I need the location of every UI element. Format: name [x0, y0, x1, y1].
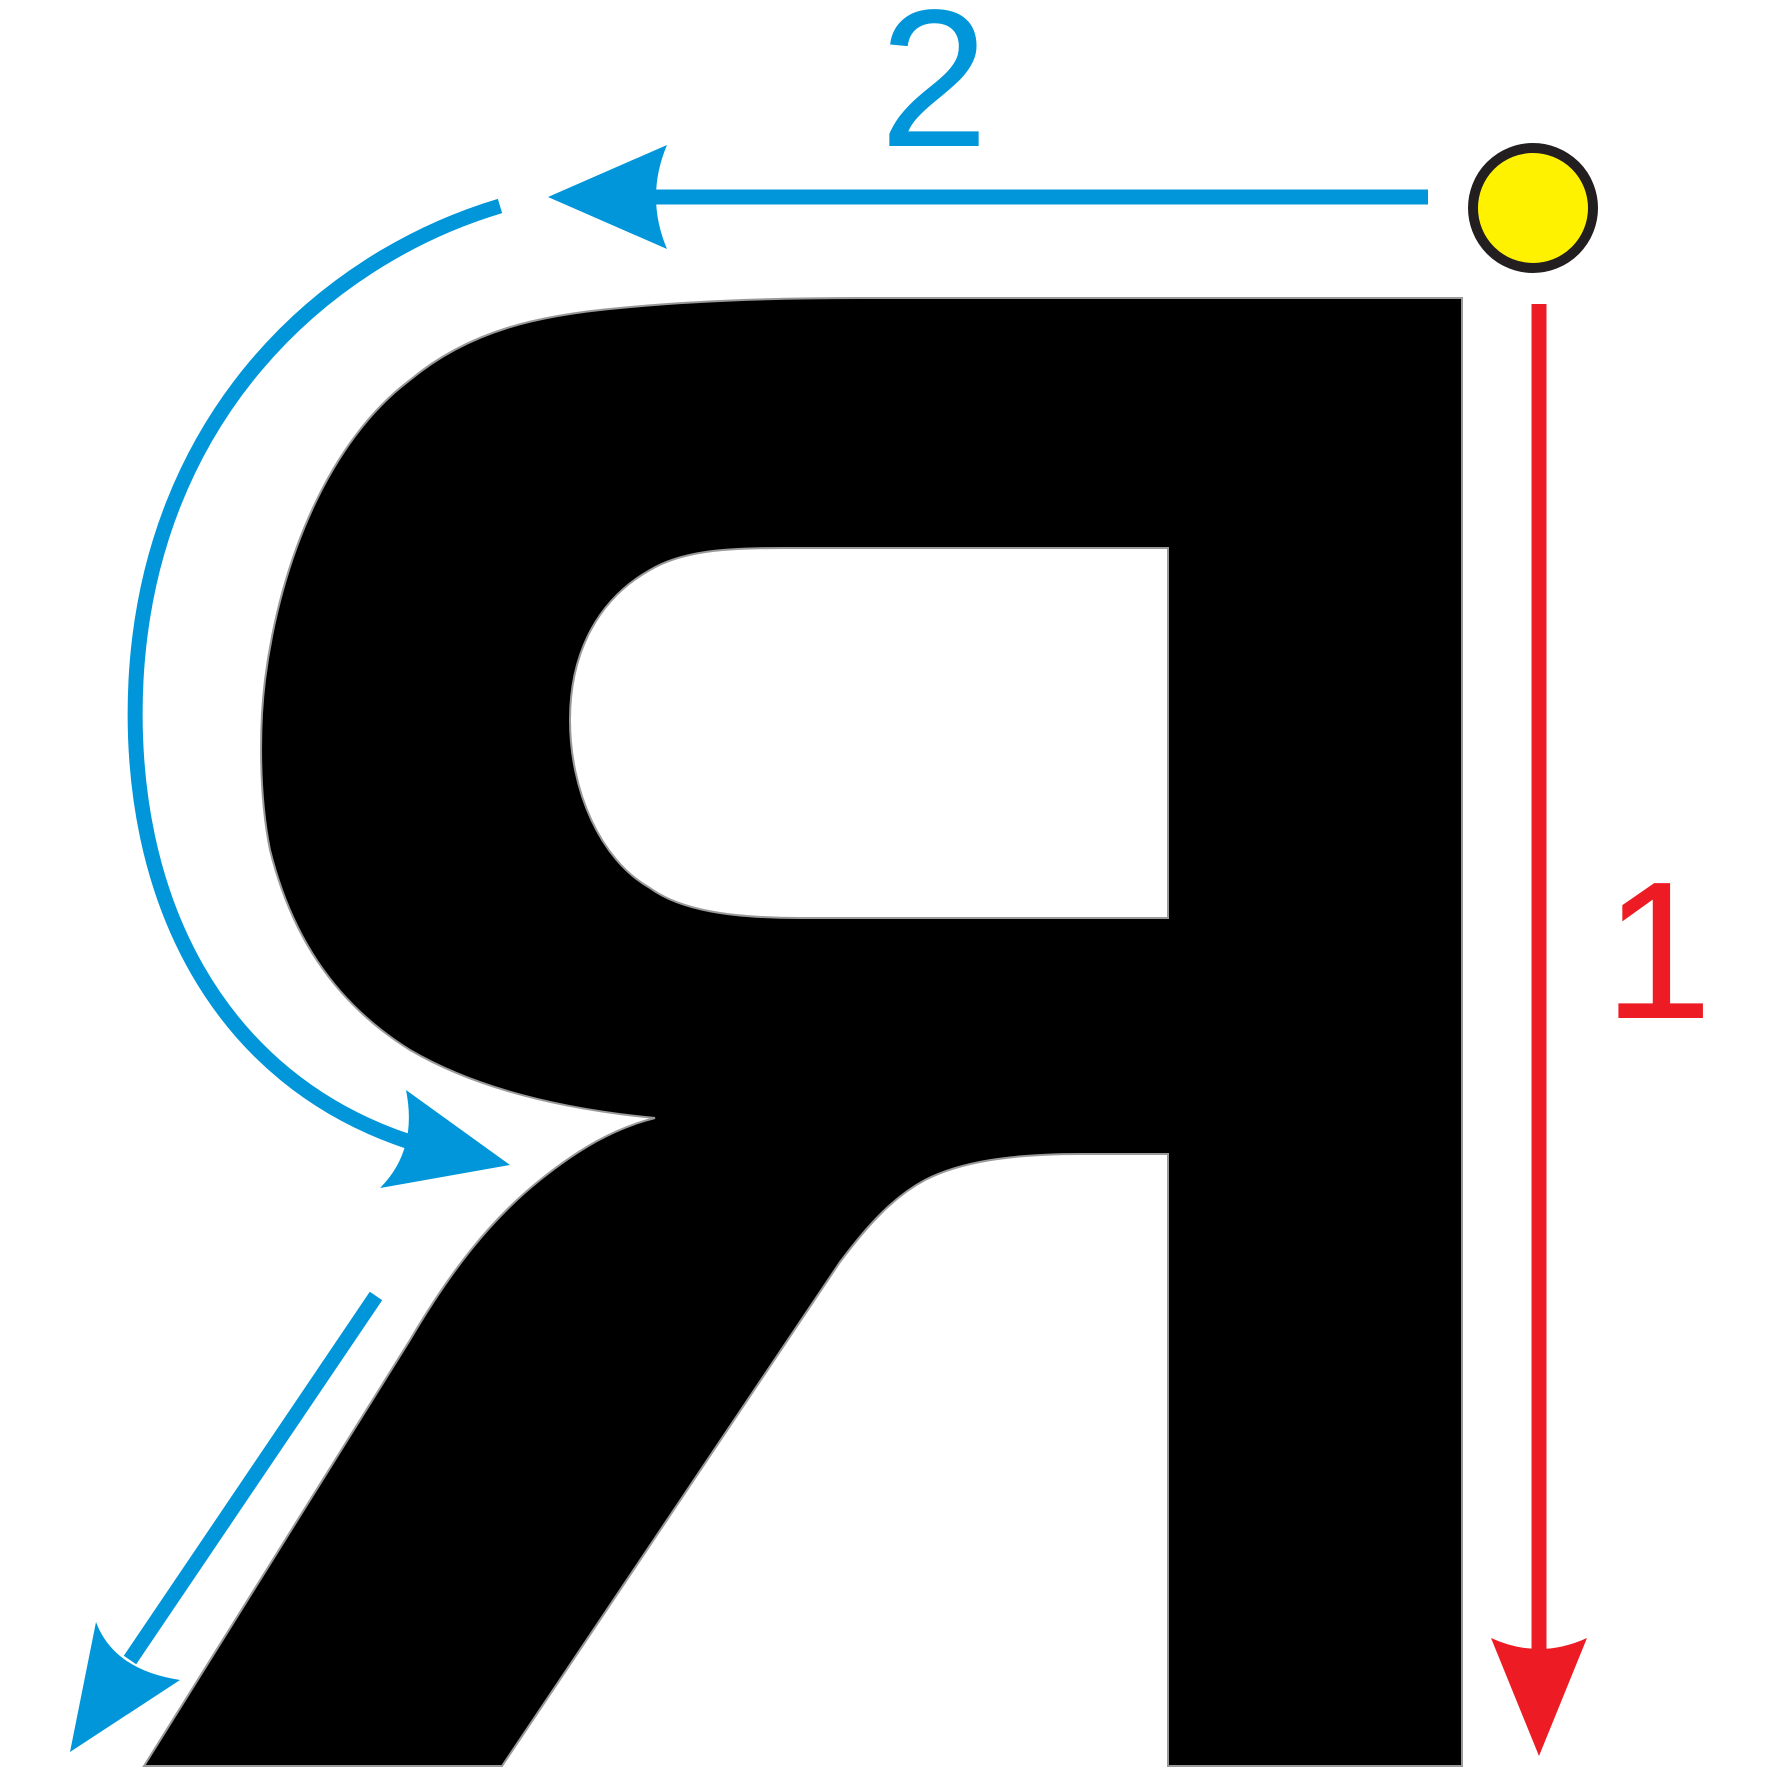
stroke-2-top-arrowhead — [548, 145, 667, 249]
stroke-2-top-arrow — [548, 145, 1428, 249]
stroke-2-leg-arrowhead — [70, 1622, 180, 1752]
start-point-marker — [1468, 143, 1598, 273]
stroke-2-curve-arrow — [127, 198, 510, 1188]
stroke-2-leg-line — [123, 1291, 383, 1665]
stroke-1-arrow — [1491, 304, 1587, 1756]
letter-glyph — [142, 297, 1463, 1767]
stroke-2-curve-arrowhead — [380, 1090, 510, 1188]
stroke-2-label: 2 — [879, 0, 988, 188]
stroke-2-curve-line — [127, 198, 503, 1150]
stroke-2-leg-arrow — [70, 1291, 383, 1752]
stroke-1-label: 1 — [1603, 841, 1712, 1060]
stroke-1-arrowhead — [1491, 1638, 1587, 1756]
